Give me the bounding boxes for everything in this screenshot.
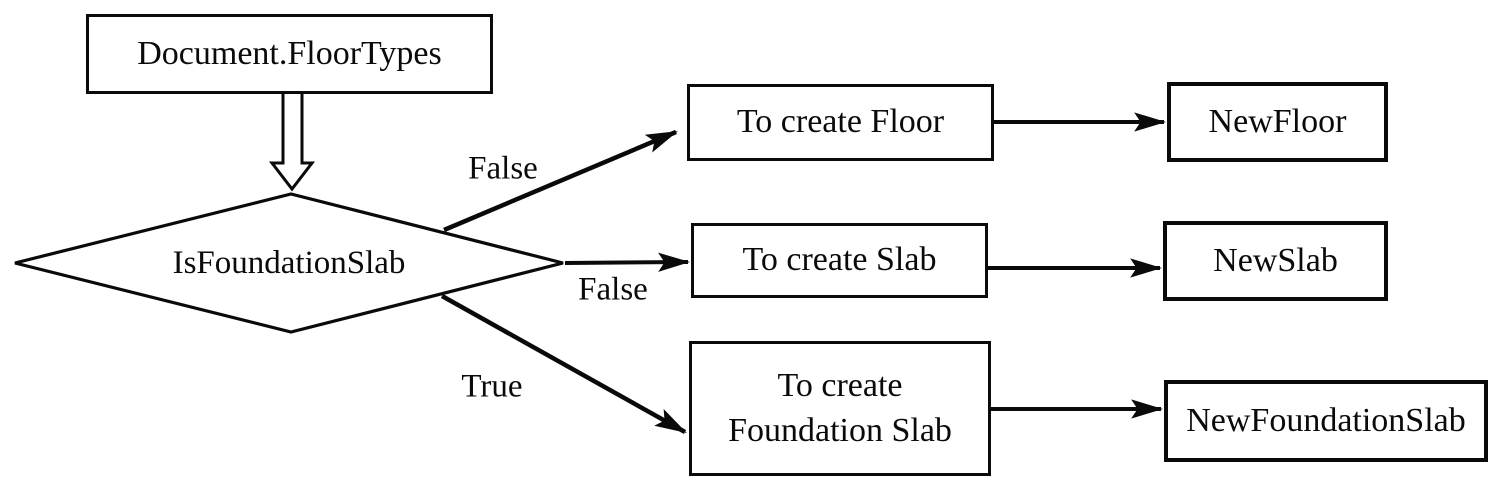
node-source-label: Document.FloorTypes xyxy=(137,34,442,72)
arrow-false-slab xyxy=(564,252,691,272)
node-result-newfloor: NewFloor xyxy=(1167,82,1388,162)
node-action-foundation: To create Foundation Slab xyxy=(689,341,991,476)
edge-label-true-foundation: True xyxy=(461,368,523,405)
block-down-arrow xyxy=(268,89,316,192)
node-action-foundation-line1: To create xyxy=(777,366,903,404)
node-source: Document.FloorTypes xyxy=(86,14,493,94)
node-action-slab: To create Slab xyxy=(691,223,988,298)
node-result-newfoundationslab: NewFoundationSlab xyxy=(1164,380,1488,462)
node-decision: IsFoundationSlab xyxy=(15,195,563,332)
node-action-foundation-line2: Foundation Slab xyxy=(728,411,952,449)
node-action-floor-label: To create Floor xyxy=(736,103,945,141)
arrow-false-floor xyxy=(443,129,678,233)
node-action-floor: To create Floor xyxy=(687,84,994,161)
node-decision-label: IsFoundationSlab xyxy=(172,245,406,281)
node-result-newslab: NewSlab xyxy=(1163,221,1388,301)
node-result-newslab-label: NewSlab xyxy=(1213,241,1338,279)
arrow-true-foundation xyxy=(440,294,687,434)
decision-diamond-shape xyxy=(14,192,564,334)
node-result-newfoundationslab-label: NewFoundationSlab xyxy=(1186,401,1466,439)
node-result-newfloor-label: NewFloor xyxy=(1208,102,1347,140)
node-action-foundation-label: To create Foundation Slab xyxy=(728,364,952,454)
edge-label-false-floor: False xyxy=(468,150,538,187)
edge-label-false-slab: False xyxy=(578,271,648,308)
node-action-slab-label: To create Slab xyxy=(742,241,937,279)
